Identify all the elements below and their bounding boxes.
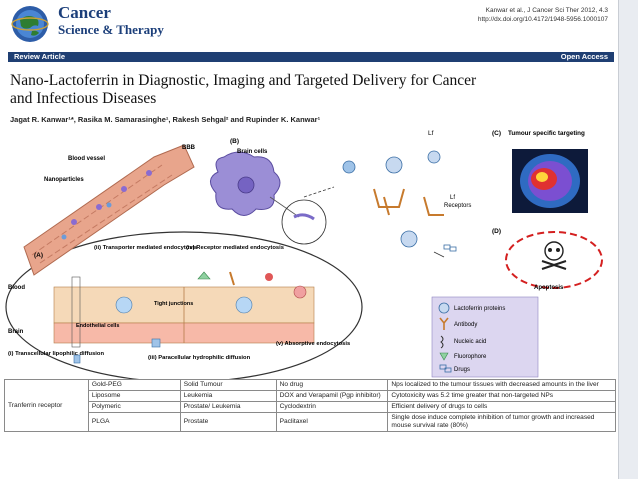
vessel-inner-line: [31, 164, 163, 256]
table-row: Polymeric Prostate/ Leukemia Cyclodextri…: [5, 401, 616, 413]
lf-receptor-diagram: [342, 150, 457, 258]
zoom-circle: [281, 199, 327, 245]
doi-link[interactable]: http://dx.doi.org/10.4172/1948-5956.1000…: [477, 16, 608, 23]
label-receptors: Receptors: [444, 203, 471, 209]
title-line: Nano-Lactoferrin in Diagnostic, Imaging …: [10, 72, 477, 89]
schematic-figure: BBB (B) Brain cells Lf (C) Tumour specif…: [4, 127, 616, 379]
label-lf-receptors: Lf: [450, 195, 455, 201]
label-tumour: Tumour specific targeting: [508, 130, 585, 137]
apoptosis-ring: [505, 231, 603, 289]
fluorophore-icon: [439, 352, 449, 361]
side-scroll-strip[interactable]: [618, 0, 638, 479]
label-absorptive: (v) Absorptive endocytosis: [276, 341, 350, 347]
label-lf: Lf: [428, 130, 434, 137]
label-d: (D): [492, 228, 501, 235]
title-line: and Infectious Diseases: [10, 90, 157, 107]
results-table: Tranferrin receptor Gold-PEG Solid Tumou…: [4, 379, 616, 432]
results-table-wrapper: Tranferrin receptor Gold-PEG Solid Tumou…: [4, 379, 616, 479]
table-cell: Cytotoxicity was 5.2 time greater that n…: [387, 390, 616, 402]
table-cell-receptor: Tranferrin receptor: [4, 379, 89, 432]
table-cell: PLGA: [87, 412, 181, 432]
figure-svg: BBB (B) Brain cells Lf (C) Tumour specif…: [5, 130, 603, 379]
access-label: Open Access: [560, 52, 608, 61]
article-type-label: Review Article: [14, 52, 65, 61]
drug-icon: [439, 364, 447, 370]
article-title: Nano-Lactoferrin in Diagnostic, Imaging …: [10, 72, 610, 108]
citation-line: Kanwar et al., J Cancer Sci Ther 2012, 4…: [485, 7, 608, 14]
table-cell: Solid Tumour: [179, 379, 277, 391]
blood-vessel-shape: [23, 144, 195, 276]
table-row: Tranferrin receptor Gold-PEG Solid Tumou…: [4, 379, 616, 432]
label-transporter: (ii) Transporter mediated endocytosis: [94, 245, 197, 251]
skull-icon: [544, 241, 564, 261]
label-b: (B): [230, 138, 239, 145]
label-brain-cells: Brain cells: [237, 149, 268, 155]
label-blood-vessel: Blood vessel: [68, 156, 105, 162]
table-cell: Paclitaxel: [275, 412, 389, 432]
table-cell: Polymeric: [87, 401, 181, 413]
legend-label: Drugs: [454, 367, 470, 373]
label-apoptosis: Apoptosis: [534, 285, 564, 291]
label-brain: Brain: [8, 329, 24, 335]
label-transcellular: (i) Transcellular lipophilic diffusion: [8, 351, 104, 357]
legend-label: Lactoferrin proteins: [454, 306, 505, 312]
label-blood: Blood: [8, 285, 25, 291]
table-cell: Efficient delivery of drugs to cells: [387, 401, 616, 413]
legend-label: Antibody: [454, 322, 477, 328]
table-cell: DOX and Verapamil (Pgp inhibitor): [275, 390, 389, 402]
legend-box: [431, 296, 539, 378]
antibody-icon: [439, 317, 449, 330]
table-cell: Leukemia: [179, 390, 277, 402]
label-c: (C): [492, 130, 501, 137]
nanoparticle-dot: [71, 219, 77, 225]
label-endothelial: Endothelial cells: [76, 323, 119, 329]
table-cell: Gold-PEG: [87, 379, 181, 391]
journal-header: Cancer Science & Therapy Kanwar et al., …: [8, 2, 614, 48]
label-tight-junctions: Tight junctions: [154, 301, 193, 307]
table-cell: Cyclodextrin: [275, 401, 389, 413]
journal-subtitle: Science & Therapy: [58, 22, 164, 37]
table-cell: Nps localized to the tumour tissues with…: [387, 379, 616, 391]
label-a: (A): [34, 252, 43, 259]
article-type-bar: Review Article Open Access: [8, 52, 614, 62]
legend-label: Fluorophore: [454, 354, 487, 360]
label-paracellular: (iii) Paracellular hydrophilic diffusion: [148, 355, 251, 361]
table-cell: Prostate/ Leukemia: [179, 401, 277, 413]
citation: Kanwar et al., J Cancer Sci Ther 2012, 4…: [478, 6, 608, 24]
legend-label: Nucleic acid: [454, 339, 486, 345]
table-cell: Prostate: [179, 412, 277, 432]
label-nanoparticles: Nanoparticles: [44, 177, 84, 183]
table-row: Liposome Leukemia DOX and Verapamil (Pgp…: [5, 390, 616, 402]
table-cell: Liposome: [87, 390, 181, 402]
lactoferrin-icon: [438, 302, 450, 314]
author-list: Jagat R. Kanwar¹*, Rasika M. Samarasingh…: [10, 115, 321, 124]
table-row: PLGA Prostate Paclitaxel Single dose ind…: [5, 412, 616, 432]
label-receptor-mediated: (iv) Receptor mediated endocytosis: [186, 245, 284, 251]
journal-globe-logo: [11, 6, 49, 42]
journal-name: Cancer: [58, 3, 111, 22]
table-cell: Single dose induce complete inhibition o…: [387, 412, 616, 432]
table-cell: No drug: [275, 379, 389, 391]
label-bbb: BBB: [182, 145, 196, 151]
nucleic-acid-icon: [440, 335, 444, 349]
